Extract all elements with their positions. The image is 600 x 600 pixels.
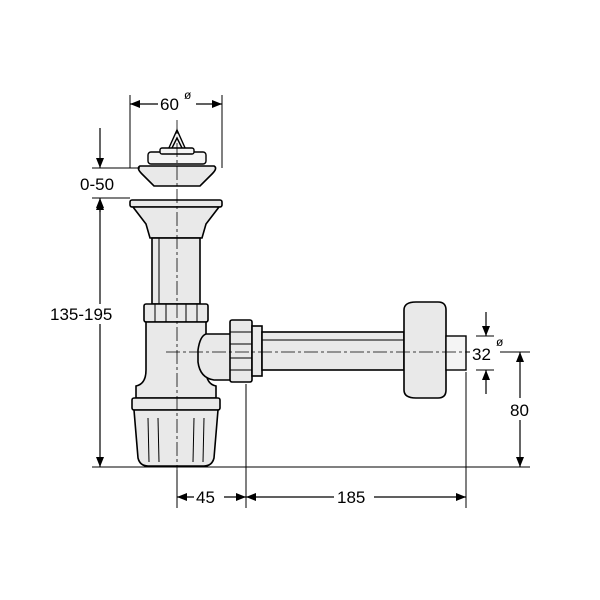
union-nut-side [229,319,263,383]
outlet-diameter-symbol: ø [496,335,504,349]
height-adjust-value: 0-50 [80,175,114,194]
dim-top-diameter: 60 ø [130,88,222,114]
outlet-height-value: 80 [510,401,529,420]
center-lines [166,120,498,505]
bottle-body [131,321,221,411]
bottle-trap-assembly [129,128,467,467]
top-diameter-value: 60 [160,95,179,114]
dim-outlet-length: 185 [246,487,466,507]
trap-offset-value: 45 [196,488,215,507]
outlet-pipe [261,331,405,371]
bottle-cap [133,409,219,467]
union-nut-top [143,303,209,323]
dim-outlet-diameter: 32 ø [470,312,504,394]
dim-trap-offset: 45 [177,487,246,507]
outlet-diameter-value: 32 [472,345,491,364]
wall-rosette [403,301,467,399]
outlet-elbow [197,333,233,381]
outlet-length-value: 185 [337,488,365,507]
waste-flange [129,199,223,239]
dim-height-adjust: 0-50 [80,128,114,212]
dim-outlet-height: 80 [510,352,540,467]
total-height-value: 135-195 [50,305,112,324]
tailpiece-pipe [151,237,201,305]
dim-total-height: 135-195 [50,200,112,467]
top-diameter-symbol: ø [184,88,192,102]
